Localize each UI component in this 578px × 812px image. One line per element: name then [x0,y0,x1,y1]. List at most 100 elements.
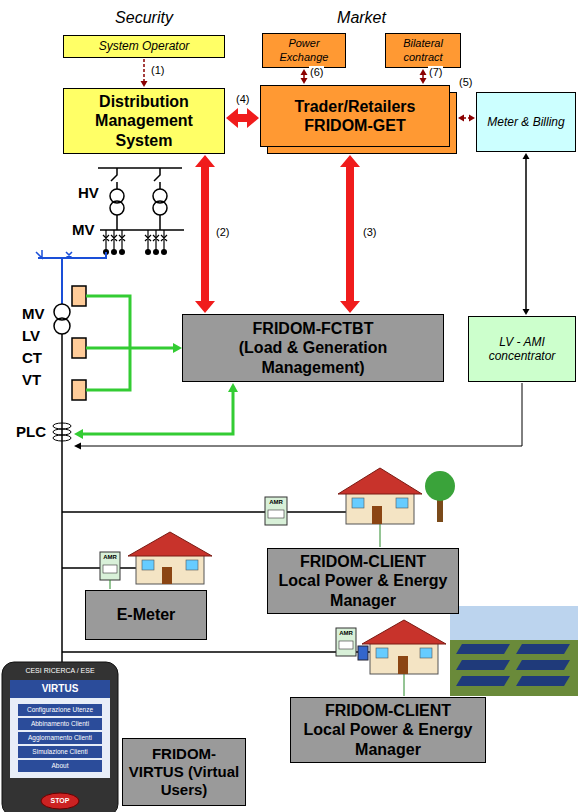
plc-wire [82,390,233,434]
sensor-label: CT [22,349,42,367]
connector [195,155,215,313]
meter-label: AMR [100,554,120,561]
stop-label: STOP [41,796,79,806]
measure-wire [86,296,175,390]
phone-screen [10,680,110,778]
edge-label: (2) [215,226,230,239]
arrow-head [228,383,238,392]
plc-label: PLC [16,423,46,441]
node-title: Trader/Retailers FRIDOM-GET [265,97,445,135]
node-title: LV - AMI concentrator [473,335,571,364]
phone-button-label: Configurazione Utenze [18,704,102,716]
node-title: FRIDOM-CLIENT [300,552,426,571]
house-window [142,560,154,570]
connector [458,115,475,122]
phone-button-label: About [18,760,102,772]
phone-button-label: Simulazione Clienti [18,746,102,758]
client-box: FRIDOM-CLIENTLocal Power & Energy Manage… [290,697,486,763]
sensor-box [72,380,86,400]
house-window [396,498,408,508]
house-window [420,648,432,658]
ami-wire [81,383,522,446]
phone-button-label: Aggiornamento Clienti [18,732,102,744]
connector-line [422,75,424,78]
hv-bus [98,167,182,169]
arrow-head [74,443,81,450]
arrow-head [469,115,475,122]
solar-panel [456,676,510,686]
plc-coupler [53,429,71,435]
phone-button [18,760,102,772]
feeder-dot [145,249,151,255]
solar-sky [450,606,578,642]
tree-crown [425,471,455,501]
house-wall [370,642,438,674]
meter-symbol [336,628,356,656]
concentrator-box: LV - AMI concentrator [468,316,576,382]
house-door [398,656,408,674]
operator-box: System Operator [63,35,225,58]
solar-panel [456,644,510,654]
connector-line [464,117,469,119]
house-window [352,498,364,508]
phone-button [18,732,102,744]
trader-box: Trader/Retailers FRIDOM-GET [260,85,450,147]
edge-label: (5) [458,76,473,89]
edge-label: (6) [309,66,324,79]
feeder-dot [153,249,159,255]
solar-panel [516,660,570,670]
transformer-symbol [153,201,167,215]
meter-display [339,641,353,649]
phone-title: VIRTUS [10,683,110,695]
node-title: Meter & Billing [487,115,564,129]
connector [301,69,308,84]
management-box: FRIDOM-FCTBT(Load & Generation Managemen… [182,314,444,382]
sensor-label: VT [22,371,41,389]
voltage-label: MV [22,305,45,323]
house-roof [338,468,422,494]
arrow-head [301,69,308,75]
connector [141,59,148,87]
mv-bus [100,215,184,230]
sensor-box [72,338,86,358]
phone-header [10,680,110,698]
solar-ground [450,640,578,696]
arrow-head [523,153,530,159]
voltage-label: HV [78,184,99,202]
transformer-symbol [110,201,124,215]
billing-box: Meter & Billing [476,92,576,152]
node-title: Distribution Management System [68,92,220,150]
plc-coupler [53,423,71,429]
hv-switch [111,168,160,189]
node-title: FRIDOM-FCTBT [253,319,374,338]
dms-box: Distribution Management System [63,88,225,154]
tree-trunk [437,498,443,522]
arrow-head [301,78,308,84]
mv-switch [36,250,72,258]
transformer-symbol [54,318,70,334]
feeder-dot [111,249,117,255]
node-title: System Operator [99,39,190,53]
meter-label: AMR [265,499,287,506]
meter-box: E-Meter [85,590,207,640]
house-door [372,506,382,524]
feeder-dot [119,249,125,255]
edge-label: (1) [150,64,165,77]
arrow-head [74,429,83,439]
double-arrow [340,155,360,313]
solar-panel [516,644,570,654]
virtual-users-box: FRIDOM-VIRTUS (Virtual Users) [122,738,246,806]
phone-button [18,746,102,758]
lv-line [61,334,63,662]
node-body: Local Power & Energy Manager [295,720,481,758]
house-roof [362,620,446,644]
solar-panel [516,676,570,686]
node-body: Local Power & Energy Manager [272,571,454,609]
connector-line [143,59,145,81]
arrow-head [458,115,464,122]
edge-label: (4) [235,93,250,106]
feeder-line [106,230,164,250]
connector [420,69,427,84]
phone-body [2,662,118,812]
